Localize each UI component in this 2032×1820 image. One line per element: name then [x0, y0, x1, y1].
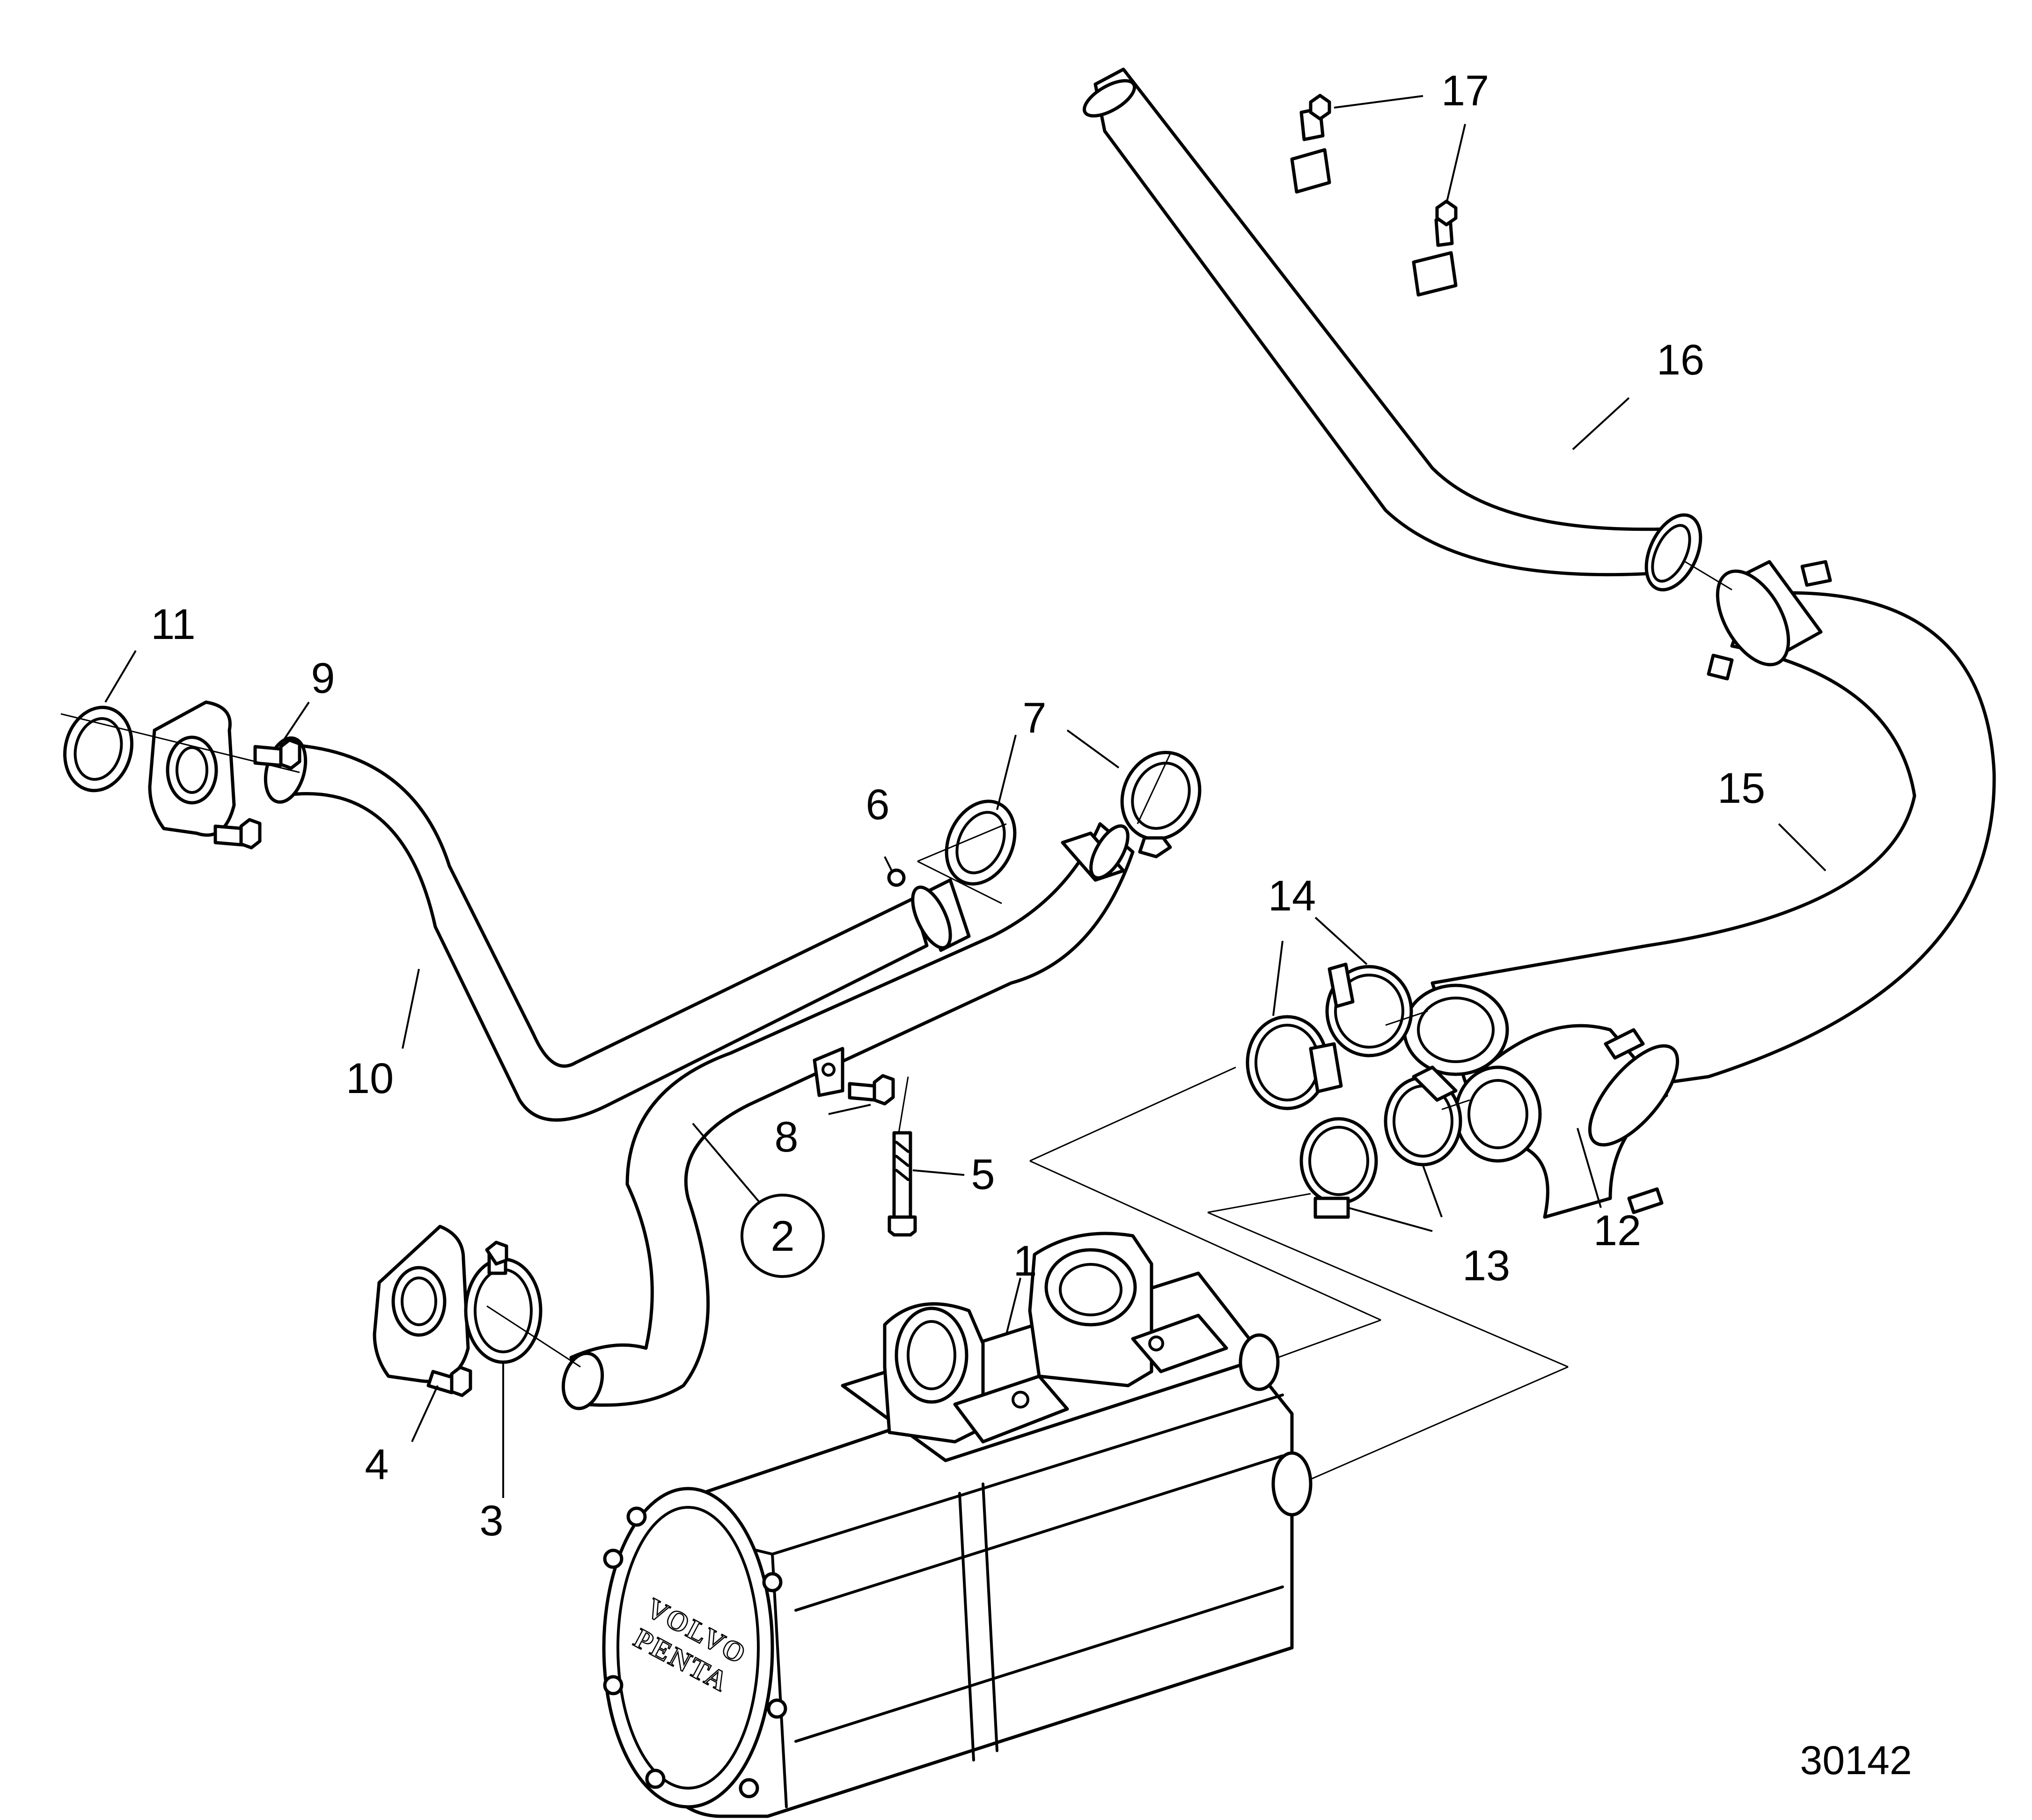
long-bolt [888, 1131, 917, 1237]
callout-5: 5 [971, 1151, 995, 1198]
clip-bolt-lower [1434, 199, 1458, 247]
callout-1: 1 [1013, 1237, 1037, 1285]
flange-upper [148, 700, 236, 837]
callout-3: 3 [479, 1497, 503, 1545]
drawing-number: 30142 [1800, 1738, 1912, 1783]
bolt-upper-flange [213, 738, 301, 850]
callout-12: 12 [1593, 1207, 1641, 1255]
callout-8: 8 [774, 1113, 798, 1161]
leader-lines [104, 95, 1827, 1498]
callout-2-circle [741, 1194, 825, 1278]
hose-clamp-pair-upper [1246, 962, 1413, 1110]
callout-16: 16 [1657, 336, 1704, 384]
heat-exchanger: VOLVO PENTA [602, 1232, 1313, 1818]
callout-13: 13 [1462, 1242, 1510, 1290]
callout-7: 7 [1022, 694, 1046, 742]
callout-17: 17 [1441, 67, 1489, 115]
connector-lines [60, 561, 1732, 1480]
o-ring-upper [63, 705, 134, 793]
flange-lower [373, 1225, 470, 1383]
bracket-bolt [848, 1074, 895, 1106]
callout-15: 15 [1717, 764, 1765, 812]
callout-numbers: 1 2 3 4 5 6 7 8 9 10 11 12 13 14 15 16 1… [151, 67, 1765, 1545]
hose-clamp-pair-lower [1299, 1065, 1462, 1219]
callout-4: 4 [365, 1441, 389, 1489]
callout-11: 11 [151, 601, 196, 648]
callout-14: 14 [1268, 872, 1316, 920]
o-ring-pipe-end [945, 751, 1202, 886]
clip-bolt-upper [1299, 94, 1331, 141]
pipe-lower [561, 822, 1135, 1410]
bent-hose [1402, 560, 1996, 1111]
callout-6: 6 [866, 781, 889, 829]
callout-9: 9 [311, 654, 335, 702]
bolt-lower-flange [426, 1240, 508, 1397]
long-pipe [1082, 67, 1702, 592]
callout-2: 2 [770, 1212, 794, 1260]
callout-10: 10 [346, 1055, 394, 1102]
elbow-hose [1454, 1024, 1680, 1219]
